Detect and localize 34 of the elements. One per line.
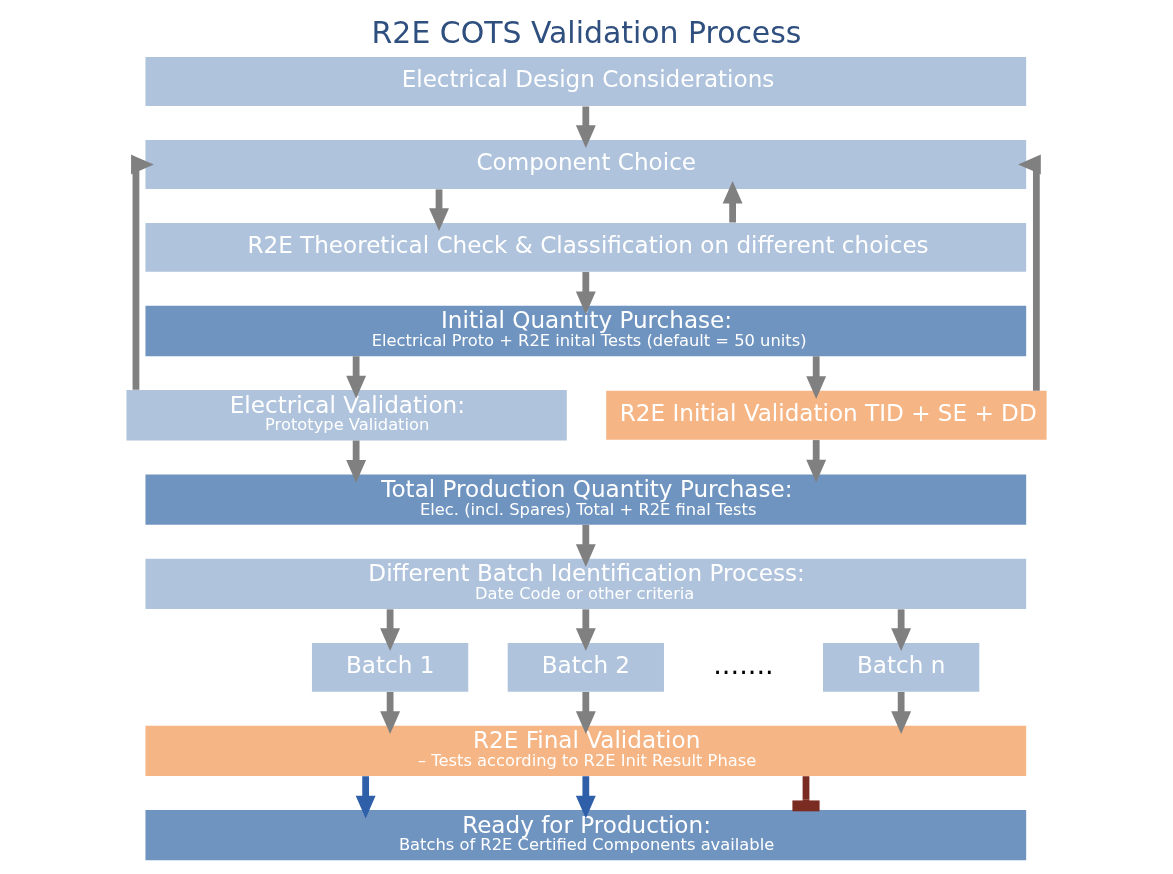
- arrow: [575, 692, 596, 735]
- node-box: Batch 2: [507, 642, 664, 692]
- node-box: R2E Theoretical Check & Classification on different choices: [145, 222, 1027, 272]
- node-box: Ready for Production: Batchs of R2E Certified Components available: [145, 810, 1027, 861]
- arrow: [806, 356, 827, 400]
- node-box: Total Production Quantity Purchase: Elec. (incl. Spares) Total + R2E final Tests: [145, 474, 1027, 525]
- node-box: Electrical Validation: Prototype Validation: [126, 390, 567, 441]
- arrow: [575, 106, 596, 149]
- arrow: [346, 440, 367, 483]
- arrow: [346, 356, 367, 399]
- node-box: Electrical Design Considerations: [145, 57, 1027, 107]
- node-box: Batch n: [823, 642, 980, 692]
- arrow: [380, 609, 401, 652]
- node-box: Batch 1: [311, 642, 469, 692]
- arrow: [722, 180, 743, 223]
- arrow: [891, 609, 912, 652]
- arrow: [575, 272, 596, 315]
- node-box: Initial Quantity Purchase: Electrical Proto + R2E inital Tests (default = 50 units): [145, 305, 1027, 357]
- diagram-title: R2E COTS Validation Process: [371, 14, 802, 50]
- arrow: [429, 189, 449, 232]
- arrow: [1018, 154, 1041, 391]
- node-box: Different Batch Identification Process: Date Code or other criteria: [145, 558, 1027, 609]
- arrow: [891, 692, 912, 735]
- arrow: [575, 609, 596, 652]
- node-box: R2E Initial Validation TID + SE + DD: [606, 390, 1047, 440]
- node-box: Component Choice: [145, 140, 1027, 189]
- arrow: [355, 776, 376, 819]
- arrow: [131, 154, 154, 390]
- arrow: [380, 692, 401, 735]
- arrow: [575, 524, 596, 567]
- node-box: R2E Final Validation – Tests according to R2E Init Result Phase: [145, 725, 1027, 777]
- arrow: [806, 440, 827, 483]
- arrow: [575, 776, 596, 819]
- label: .......: [713, 649, 774, 681]
